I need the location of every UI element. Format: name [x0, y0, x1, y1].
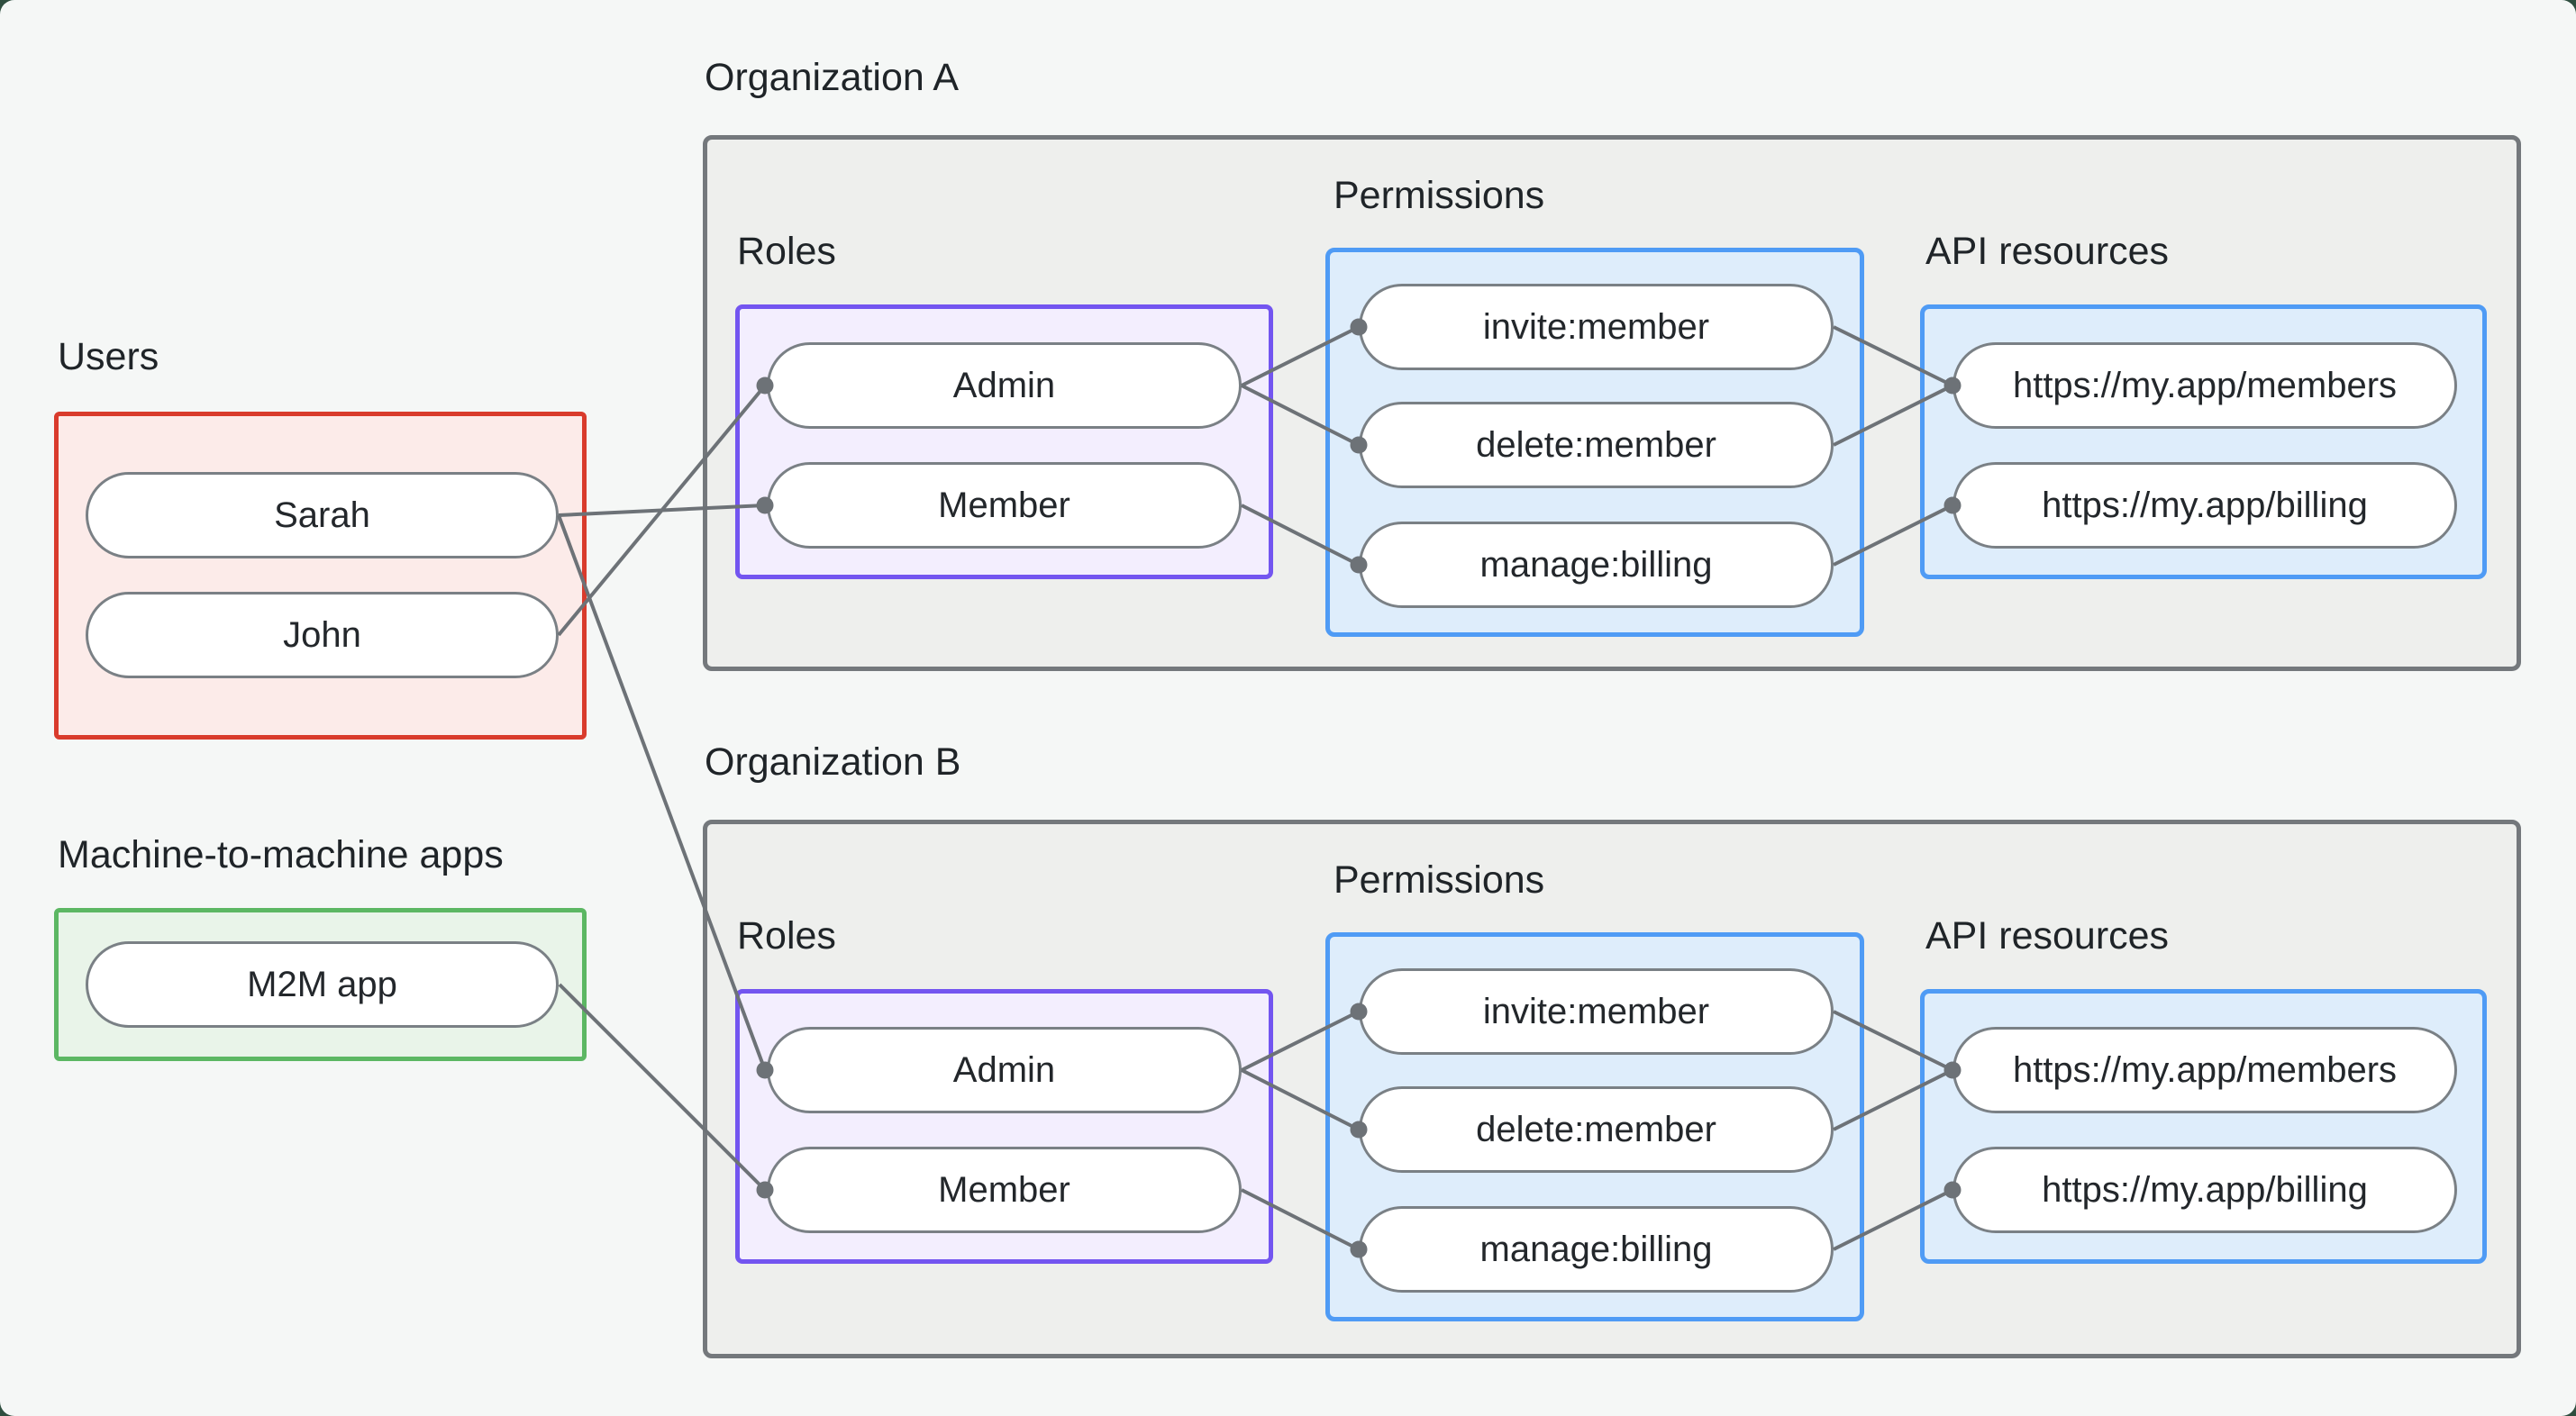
org-b-api-members-label: https://my.app/members [2012, 1049, 2398, 1090]
org-a-api-node-members: https://my.app/members [1952, 342, 2457, 429]
org-b-permission-invite-label: invite:member [1482, 991, 1710, 1031]
org-a-role-node-member: Member [767, 462, 1242, 549]
org-b-api-node-billing: https://my.app/billing [1952, 1147, 2457, 1233]
org-a-permission-manage-label: manage:billing [1479, 544, 1713, 585]
users-group-box [54, 412, 587, 740]
org-a-permission-node-delete-member: delete:member [1359, 402, 1834, 488]
org-a-role-node-admin: Admin [767, 342, 1242, 429]
org-b-permission-node-invite-member: invite:member [1359, 968, 1834, 1055]
users-section-label: Users [58, 335, 159, 378]
org-a-permission-delete-label: delete:member [1476, 424, 1716, 465]
org-b-api-node-members: https://my.app/members [1952, 1027, 2457, 1113]
org-b-permission-node-manage-billing: manage:billing [1359, 1206, 1834, 1293]
org-b-roles-label: Roles [737, 914, 836, 958]
user-node-sarah-label: Sarah [274, 495, 370, 535]
user-node-sarah: Sarah [86, 472, 559, 558]
org-a-permission-node-invite-member: invite:member [1359, 284, 1834, 370]
org-b-role-node-member: Member [767, 1147, 1242, 1233]
org-b-api-billing-label: https://my.app/billing [2042, 1169, 2368, 1210]
user-node-john: John [86, 592, 559, 678]
org-b-api-resources-label: API resources [1925, 914, 2170, 958]
org-a-permissions-label: Permissions [1334, 174, 1545, 217]
org-a-role-member-label: Member [938, 485, 1070, 525]
org-a-api-node-billing: https://my.app/billing [1952, 462, 2457, 549]
org-a-title: Organization A [705, 56, 960, 99]
m2m-app-node-label: M2M app [247, 964, 397, 1004]
m2m-section-label: Machine-to-machine apps [58, 833, 504, 876]
m2m-app-node: M2M app [86, 941, 559, 1028]
org-b-permission-node-delete-member: delete:member [1359, 1086, 1834, 1173]
org-b-title: Organization B [705, 740, 961, 784]
org-b-permissions-label: Permissions [1334, 858, 1545, 902]
user-node-john-label: John [283, 614, 361, 655]
org-a-api-resources-label: API resources [1925, 230, 2170, 273]
org-a-role-admin-label: Admin [952, 365, 1056, 405]
org-a-api-members-label: https://my.app/members [2012, 365, 2398, 405]
org-a-api-billing-label: https://my.app/billing [2042, 485, 2368, 525]
org-b-role-node-admin: Admin [767, 1027, 1242, 1113]
org-b-permission-manage-label: manage:billing [1479, 1229, 1713, 1269]
org-b-role-admin-label: Admin [952, 1049, 1056, 1090]
org-a-roles-label: Roles [737, 230, 836, 273]
org-b-role-member-label: Member [938, 1169, 1070, 1210]
org-a-permission-invite-label: invite:member [1482, 306, 1710, 347]
org-b-permission-delete-label: delete:member [1476, 1109, 1716, 1149]
org-a-permission-node-manage-billing: manage:billing [1359, 522, 1834, 608]
